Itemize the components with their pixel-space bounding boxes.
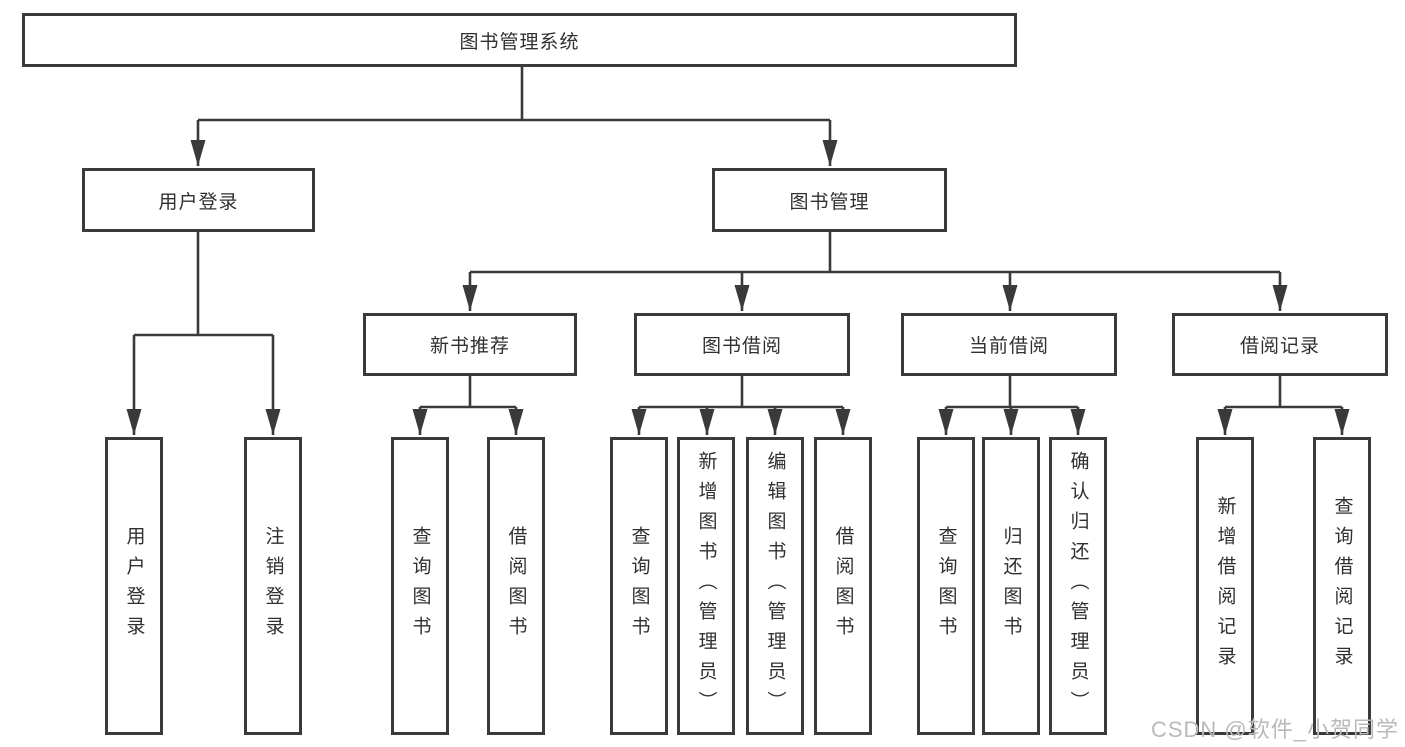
leaf-query-book-current-label: 查询图书: [935, 526, 957, 646]
node-borrow-records: 借阅记录: [1172, 313, 1388, 376]
leaf-borrow-book-newrec: 借阅图书: [487, 437, 545, 735]
leaf-query-book-newrec-label: 查询图书: [409, 526, 431, 646]
leaf-add-borrow-record: 新增借阅记录: [1196, 437, 1254, 735]
leaf-logout-label: 注销登录: [262, 526, 284, 646]
node-root-system: 图书管理系统: [22, 13, 1017, 67]
node-user-login: 用户登录: [82, 168, 315, 232]
connector-current-borrow-children: [938, 376, 1086, 435]
csdn-watermark: CSDN @软件_小贺同学: [1150, 717, 1399, 742]
leaf-edit-book-admin-label: 编辑图书（管理员）: [764, 451, 786, 721]
leaf-add-book-admin-label: 新增图书（管理员）: [695, 451, 717, 721]
connector-new-book-rec-children: [412, 376, 524, 435]
leaf-confirm-return-admin: 确认归还（管理员）: [1049, 437, 1107, 735]
leaf-query-borrow-record-label: 查询借阅记录: [1331, 496, 1353, 676]
leaf-edit-book-admin: 编辑图书（管理员）: [746, 437, 804, 735]
leaf-borrow-book: 借阅图书: [814, 437, 872, 735]
node-current-borrow: 当前借阅: [901, 313, 1117, 376]
connector-user-login-children: [126, 232, 281, 435]
leaf-borrow-book-label: 借阅图书: [832, 526, 854, 646]
leaf-return-book-label: 归还图书: [1000, 526, 1022, 646]
leaf-query-book-borrow: 查询图书: [610, 437, 668, 735]
leaf-add-borrow-record-label: 新增借阅记录: [1214, 496, 1236, 676]
leaf-user-login-label: 用户登录: [123, 526, 145, 646]
connector-borrow-records-children: [1217, 376, 1350, 435]
connector-book-mgmt-children: [462, 232, 1288, 311]
leaf-query-borrow-record: 查询借阅记录: [1313, 437, 1371, 735]
node-book-management: 图书管理: [712, 168, 947, 232]
node-new-book-recommend: 新书推荐: [363, 313, 577, 376]
connector-root-to-branches: [190, 67, 838, 166]
leaf-confirm-return-admin-label: 确认归还（管理员）: [1067, 451, 1089, 721]
leaf-query-book-current: 查询图书: [917, 437, 975, 735]
leaf-query-book-borrow-label: 查询图书: [628, 526, 650, 646]
leaf-query-book-newrec: 查询图书: [391, 437, 449, 735]
leaf-add-book-admin: 新增图书（管理员）: [677, 437, 735, 735]
leaf-user-login: 用户登录: [105, 437, 163, 735]
leaf-logout: 注销登录: [244, 437, 302, 735]
connector-book-borrow-children: [631, 376, 851, 435]
leaf-borrow-book-newrec-label: 借阅图书: [505, 526, 527, 646]
node-book-borrow: 图书借阅: [634, 313, 850, 376]
leaf-return-book: 归还图书: [982, 437, 1040, 735]
